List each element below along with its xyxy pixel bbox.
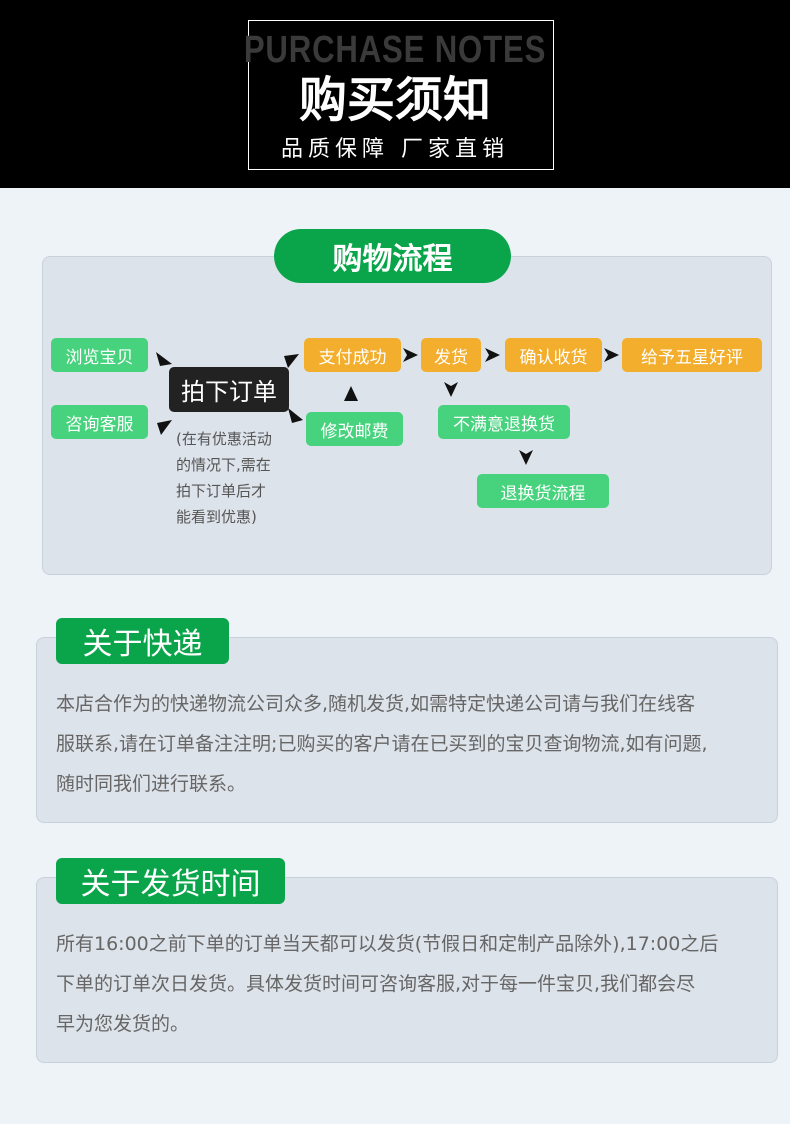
shipping-time-text: 所有16:00之前下单的订单当天都可以发货(节假日和定制产品除外),17:00之… xyxy=(56,924,766,1044)
browse-node: 浏览宝贝 xyxy=(51,338,148,372)
place-order-node: 拍下订单 xyxy=(169,367,289,412)
header-title-en: PURCHASE NOTES xyxy=(243,29,547,71)
note-line: 的情况下,需在 xyxy=(176,456,271,474)
process-title: 购物流程 xyxy=(274,229,511,283)
discount-note: (在有优惠活动 的情况下,需在 拍下订单后才 能看到优惠) xyxy=(176,426,272,530)
text-line: 早为您发货的。 xyxy=(56,1013,190,1035)
note-line: 能看到优惠) xyxy=(176,508,257,526)
shipping-time-title: 关于发货时间 xyxy=(56,858,285,904)
header-title-cn: 购买须知 xyxy=(298,72,491,128)
modify-shipping-node: 修改邮费 xyxy=(306,412,403,446)
return-process-node: 退换货流程 xyxy=(477,474,609,508)
header-subtitle: 品质保障 厂家直销 xyxy=(281,137,509,162)
text-line: 随时同我们进行联系。 xyxy=(56,773,247,795)
pay-success-node: 支付成功 xyxy=(304,338,401,372)
text-line: 所有16:00之前下单的订单当天都可以发货(节假日和定制产品除外),17:00之… xyxy=(56,933,719,955)
shipping-time-panel xyxy=(36,877,778,1063)
unsatisfied-return-node: 不满意退换货 xyxy=(438,405,570,439)
courier-text: 本店合作为的快递物流公司众多,随机发货,如需特定快递公司请与我们在线客 服联系,… xyxy=(56,684,766,804)
consult-node: 咨询客服 xyxy=(51,405,148,439)
text-line: 本店合作为的快递物流公司众多,随机发货,如需特定快递公司请与我们在线客 xyxy=(56,693,696,715)
note-line: (在有优惠活动 xyxy=(176,430,272,448)
five-star-node: 给予五星好评 xyxy=(622,338,762,372)
process-panel xyxy=(42,256,772,575)
courier-panel xyxy=(36,637,778,823)
ship-node: 发货 xyxy=(421,338,481,372)
header-banner: PURCHASE NOTES 购买须知 品质保障 厂家直销 xyxy=(0,0,790,188)
text-line: 下单的订单次日发货。具体发货时间可咨询客服,对于每一件宝贝,我们都会尽 xyxy=(56,973,696,995)
header-frame xyxy=(248,20,554,170)
confirm-receipt-node: 确认收货 xyxy=(505,338,602,372)
note-line: 拍下订单后才 xyxy=(176,482,267,500)
text-line: 服联系,请在订单备注注明;已购买的客户请在已买到的宝贝查询物流,如有问题, xyxy=(56,733,708,755)
courier-title: 关于快递 xyxy=(56,618,229,664)
